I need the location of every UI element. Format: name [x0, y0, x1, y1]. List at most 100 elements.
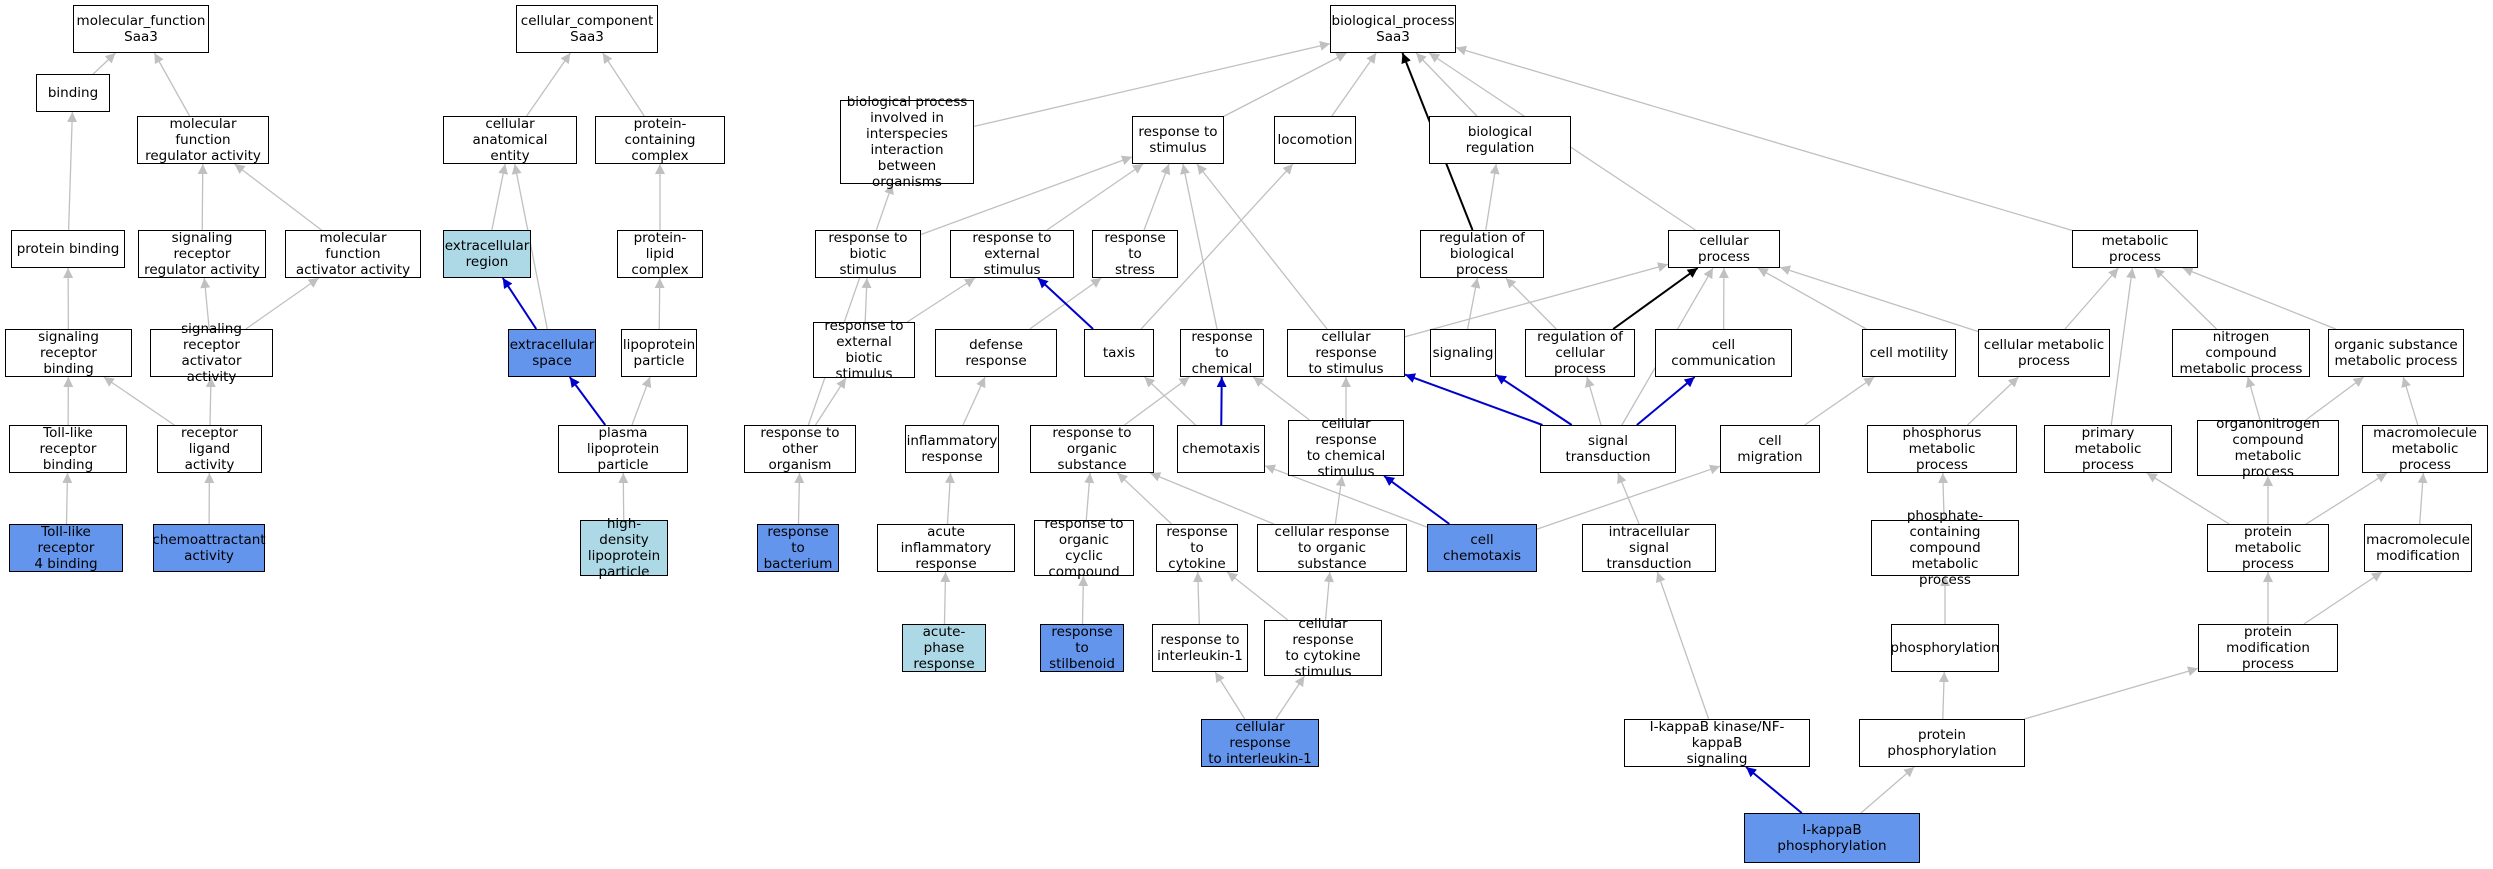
edge-plasma_lp-to-extra_space — [568, 376, 607, 426]
node-cell-motility[interactable]: cell motility — [1862, 329, 1956, 377]
node-regulation-of-biological-process[interactable]: regulation of biological process — [1420, 230, 1544, 278]
node-response-to-stimulus[interactable]: response to stimulus — [1132, 116, 1224, 164]
edge-cell_met-to-met_proc — [2064, 267, 2119, 330]
node-signaling-receptor-activator-activity[interactable]: signaling receptor activator activity — [150, 321, 273, 385]
edge-resp_chem-to-resp_stim — [1180, 163, 1218, 330]
edge-prot_met-to-macro_met — [2305, 472, 2388, 525]
node-signaling[interactable]: signaling — [1430, 329, 1496, 377]
node-response-to-cytokine[interactable]: response to cytokine — [1156, 524, 1238, 572]
edge-taxis-to-resp_ext — [1037, 277, 1094, 330]
node-response-to-interleukin-1[interactable]: response to interleukin-1 — [1152, 624, 1248, 672]
node-cellular-response-to-interleukin-1[interactable]: cellular response to interleukin-1 — [1201, 719, 1319, 767]
node-locomotion[interactable]: locomotion — [1274, 116, 1356, 164]
node-biological-regulation[interactable]: biological regulation — [1429, 116, 1571, 164]
node-response-to-organic-cyclic-compound[interactable]: response to organic cyclic compound — [1034, 516, 1134, 580]
node-organic-substance-metabolic-process[interactable]: organic substance metabolic process — [2328, 329, 2464, 377]
node-biological-process-saa3[interactable]: biological_process Saa3 — [1330, 5, 1456, 53]
node-protein-containing-complex[interactable]: protein-containing complex — [595, 116, 725, 164]
node-protein-lipid-complex[interactable]: protein-lipid complex — [617, 230, 703, 278]
edge-ikb_nfkb-to-intra_sig — [1655, 571, 1710, 720]
node-protein-phosphorylation[interactable]: protein phosphorylation — [1859, 719, 2025, 767]
edge-inflam-to-defense — [962, 376, 986, 426]
node-plasma-lipoprotein-particle[interactable]: plasma lipoprotein particle — [558, 425, 688, 473]
node-response-to-external-stimulus[interactable]: response to external stimulus — [950, 230, 1074, 278]
node-regulation-of-cellular-process[interactable]: regulation of cellular process — [1525, 329, 1635, 377]
edge-mf_reg-to-mf_root — [153, 52, 191, 117]
edge-prot_mod-to-macro_mod — [2303, 571, 2383, 625]
edge-cell_met-to-cell_proc — [1779, 265, 1979, 333]
edge-rec_lig-to-sig_rec_act — [205, 376, 216, 426]
node-lipoprotein-particle[interactable]: lipoprotein particle — [621, 329, 697, 377]
node-chemotaxis[interactable]: chemotaxis — [1177, 425, 1265, 473]
edge-phosphate_met-to-phos_met — [1938, 472, 1949, 521]
node-receptor-ligand-activity[interactable]: receptor ligand activity — [157, 425, 262, 473]
node-phosphorus-metabolic-process[interactable]: phosphorus metabolic process — [1867, 425, 2017, 473]
node-molecular-function-regulator-activity[interactable]: molecular function regulator activity — [137, 116, 269, 164]
node-extracellular-region[interactable]: extracellular region — [443, 230, 531, 278]
node-nitrogen-compound-metabolic-process[interactable]: nitrogen compound metabolic process — [2172, 329, 2310, 377]
node-binding[interactable]: binding — [36, 74, 110, 112]
edge-rec_lig-to-sig_rec_bind — [103, 376, 175, 426]
node-response-to-stilbenoid[interactable]: response to stilbenoid — [1040, 624, 1124, 672]
node-response-to-organic-substance[interactable]: response to organic substance — [1030, 425, 1154, 473]
node-signal-transduction[interactable]: signal transduction — [1540, 425, 1676, 473]
node-response-to-other-organism[interactable]: response to other organism — [744, 425, 856, 473]
edge-resp_other-to-resp_ext_biotic — [814, 377, 847, 426]
edge-resp_stilb-to-resp_org_cyc — [1078, 575, 1089, 625]
edge-extra_space-to-cell_anat — [511, 163, 548, 330]
node-protein-binding[interactable]: protein binding — [11, 230, 125, 268]
node-molecular-function-saa3[interactable]: molecular_function Saa3 — [73, 5, 209, 53]
node-extracellular-space[interactable]: extracellular space — [508, 329, 596, 377]
node-cellular-metabolic-process[interactable]: cellular metabolic process — [1978, 329, 2110, 377]
edge-locomotion-to-bp_root — [1331, 52, 1377, 117]
edge-resp_org_cyc-to-resp_org_sub — [1084, 472, 1095, 521]
node-i-kappab-phosphorylation[interactable]: I-kappaB phosphorylation — [1744, 813, 1920, 863]
node-cellular-response-to-stimulus[interactable]: cellular response to stimulus — [1287, 329, 1405, 377]
node-metabolic-process[interactable]: metabolic process — [2072, 230, 2198, 268]
node-toll-like-receptor-binding[interactable]: Toll-like receptor binding — [9, 425, 127, 473]
node-macromolecule-metabolic-process[interactable]: macromolecule metabolic process — [2362, 425, 2488, 473]
node-response-to-stress[interactable]: response to stress — [1092, 230, 1178, 278]
node-phosphorylation[interactable]: phosphorylation — [1890, 624, 2000, 672]
node-toll-like-receptor-4-binding[interactable]: Toll-like receptor 4 binding — [9, 524, 123, 572]
node-i-kappab-kinase-nf-kappab-signaling[interactable]: I-kappaB kinase/NF-kappaB signaling — [1624, 719, 1810, 767]
node-cell-communication[interactable]: cell communication — [1655, 329, 1792, 377]
node-protein-metabolic-process[interactable]: protein metabolic process — [2207, 524, 2329, 572]
node-taxis[interactable]: taxis — [1084, 329, 1154, 377]
node-response-to-chemical[interactable]: response to chemical — [1180, 329, 1264, 377]
node-inflammatory-response[interactable]: inflammatory response — [905, 425, 999, 473]
node-high-density-lipoprotein-particle[interactable]: high-density lipoprotein particle — [580, 516, 668, 580]
edge-prot_phos-to-phosphorylation — [1938, 671, 1949, 720]
edge-resp_other-to-bp_interspec — [807, 183, 894, 426]
node-organonitrogen-compound-metabolic-process[interactable]: organonitrogen compound metabolic proces… — [2197, 416, 2339, 480]
node-signaling-receptor-binding[interactable]: signaling receptor binding — [5, 329, 132, 377]
node-response-to-biotic-stimulus[interactable]: response to biotic stimulus — [815, 230, 921, 278]
node-molecular-function-activator-activity[interactable]: molecular function activator activity — [285, 230, 421, 278]
node-biological-process-interspecies-interaction[interactable]: biological process involved in interspec… — [840, 94, 974, 190]
node-protein-modification-process[interactable]: protein modification process — [2198, 624, 2338, 672]
node-cellular-response-to-cytokine-stimulus[interactable]: cellular response to cytokine stimulus — [1264, 616, 1382, 680]
node-cellular-response-to-organic-substance[interactable]: cellular response to organic substance — [1257, 524, 1407, 572]
node-response-to-bacterium[interactable]: response to bacterium — [757, 524, 839, 572]
node-cellular-anatomical-entity[interactable]: cellular anatomical entity — [443, 116, 577, 164]
node-phosphate-containing-compound-metabolic-process[interactable]: phosphate-containing compound metabolic … — [1871, 508, 2019, 588]
node-signaling-receptor-regulator-activity[interactable]: signaling receptor regulator activity — [138, 230, 266, 278]
node-defense-response[interactable]: defense response — [935, 329, 1057, 377]
node-acute-phase-response[interactable]: acute-phase response — [902, 624, 986, 672]
node-macromolecule-modification[interactable]: macromolecule modification — [2364, 524, 2472, 572]
node-acute-inflammatory-response[interactable]: acute inflammatory response — [877, 524, 1015, 572]
edge-resp_il1-to-resp_cyto — [1193, 571, 1204, 625]
node-cellular-component-saa3[interactable]: cellular_component Saa3 — [516, 5, 658, 53]
node-primary-metabolic-process[interactable]: primary metabolic process — [2044, 425, 2172, 473]
node-cell-migration[interactable]: cell migration — [1720, 425, 1820, 473]
node-cellular-process[interactable]: cellular process — [1668, 230, 1780, 268]
node-chemoattractant-activity[interactable]: chemoattractant activity — [152, 524, 266, 572]
node-cellular-response-to-chemical-stimulus[interactable]: cellular response to chemical stimulus — [1288, 416, 1404, 480]
edge-nitro_met-to-met_proc — [2153, 267, 2217, 330]
node-intracellular-signal-transduction[interactable]: intracellular signal transduction — [1582, 524, 1716, 572]
edge-met_proc-to-bp_root — [1455, 45, 2073, 231]
node-cell-chemotaxis[interactable]: cell chemotaxis — [1427, 524, 1537, 572]
node-response-to-external-biotic-stimulus[interactable]: response to external biotic stimulus — [813, 318, 915, 382]
edge-extra_reg-to-cell_anat — [491, 163, 509, 231]
